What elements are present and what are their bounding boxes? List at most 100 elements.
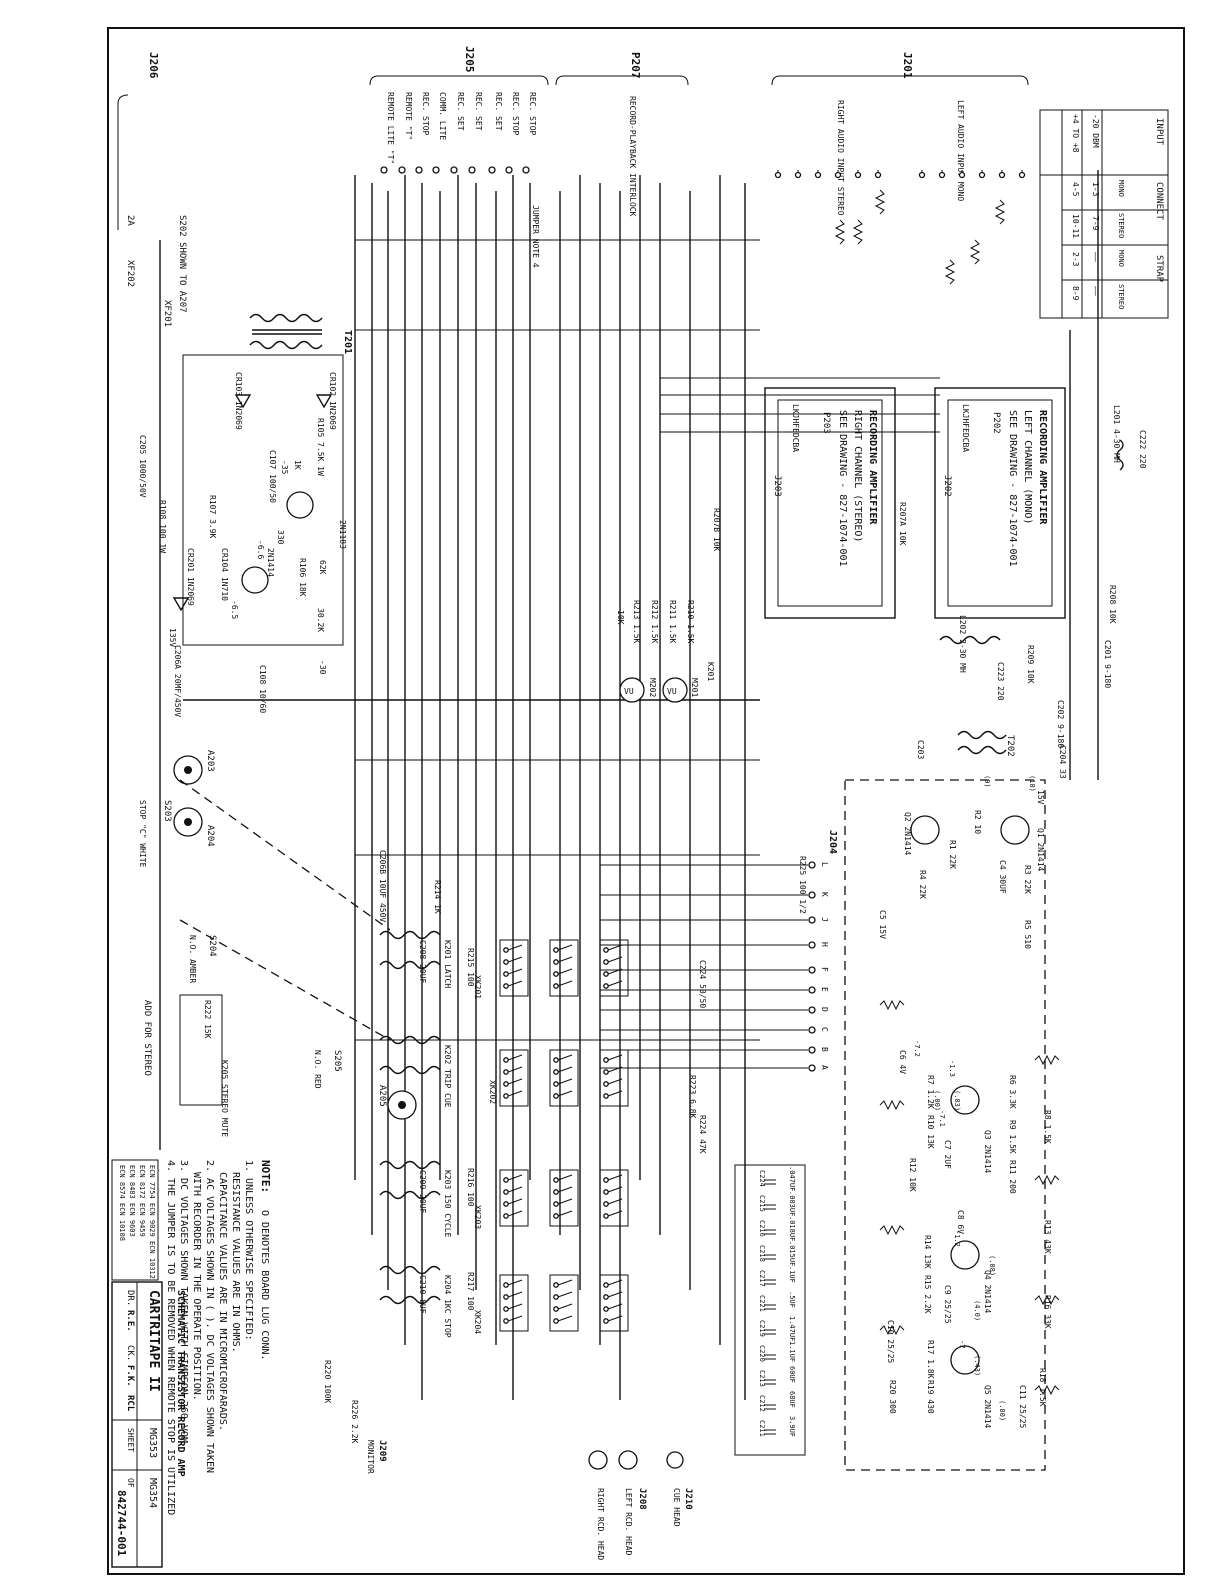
c108-label: C108 10/60 (258, 665, 267, 713)
c206b-label: C206B 10UF 450V (378, 850, 387, 922)
strap-row2-strap-mono: 2-3 (1071, 252, 1080, 267)
j204-pin (808, 916, 816, 924)
contact-arm (557, 1066, 573, 1073)
vu-meters: VU M201 VU M202 K201 R210 1.5K R211 1.5K… (616, 600, 715, 703)
contact-terminal (603, 1306, 609, 1312)
s205-ref: S205 (332, 1050, 342, 1072)
j205-pin-terminal (398, 166, 406, 174)
contact-terminal (553, 1282, 559, 1288)
j208-label: J208 (637, 1488, 647, 1510)
contact-arm (557, 1315, 573, 1322)
j204-pin (808, 1026, 816, 1034)
r8-label: R8 1.5K (1043, 1110, 1052, 1144)
contact-terminal (553, 1201, 559, 1207)
schematic-title: SCHEMATIC TRANSISTOR RECORD AMP (175, 1290, 186, 1477)
contact-arm (507, 1066, 523, 1073)
r108-label: R108 100 1W (158, 500, 167, 553)
r209-label: R209 10K (1026, 645, 1035, 684)
contact-block (599, 1274, 629, 1332)
q2-transistor (910, 815, 940, 845)
input-resistor (834, 219, 846, 245)
m202-meter (619, 677, 645, 703)
contact-arm (607, 1078, 623, 1085)
c4-label: C4 30UF (998, 860, 1007, 894)
c6-label: C6 4V (898, 1050, 907, 1074)
j204-pin-label: L (820, 862, 829, 867)
contact-terminal (503, 1306, 509, 1312)
j203-label: J203 (772, 475, 782, 497)
contact-arm (557, 1303, 573, 1310)
input-pin-terminal (794, 171, 802, 179)
contact-terminal (553, 959, 559, 965)
relay-coil (379, 1065, 441, 1075)
contact-arm (507, 968, 523, 975)
amp-components: L201 4-30 MH C222 220 R208 10K R207A 10K… (712, 405, 1147, 779)
j205-pin-label: REC. STOP (421, 92, 430, 136)
a203-label: A203 (205, 750, 215, 772)
xf201-label: XF201 (162, 300, 172, 327)
drawn-by: R.E. (125, 1310, 135, 1332)
contact-terminal (553, 1318, 559, 1324)
r222-label: R222 15K (203, 1000, 212, 1039)
revision-entry: ECN 10108 (118, 1203, 126, 1241)
r107-val: 1K (293, 460, 302, 470)
r107b-label: 30.2K (316, 608, 325, 632)
contact-terminal (603, 1318, 609, 1324)
l201-label: L201 4-30 MH (1112, 405, 1121, 463)
relay-coil (379, 1295, 441, 1305)
c107-label: C107 100/50 (268, 450, 277, 503)
contact-terminal (503, 1177, 509, 1183)
j204-pin (808, 941, 816, 949)
r106-label: R106 18K (298, 558, 307, 597)
strap-row1-stereo: 7-9 (1091, 216, 1100, 231)
checked-by: F.K. (125, 1365, 135, 1387)
r15-label: R15 2.2K (923, 1275, 932, 1314)
contact-terminal (503, 1081, 509, 1087)
j205-pin-label: REC. SET (474, 92, 483, 131)
cap-ref: C213 (758, 1370, 766, 1387)
contact-arm (557, 1210, 573, 1217)
c222-label: C222 220 (1138, 430, 1147, 469)
left-recording-amplifier: RECORDING AMPLIFIER LEFT CHANNEL (MONO) … (934, 387, 1066, 619)
j204-pin (808, 986, 816, 994)
contact-arm (507, 1054, 523, 1061)
q4-label: Q4 2N1414 (983, 1270, 992, 1314)
left-amp-plug: P202 (991, 412, 1001, 434)
c5-label: C5 15V (878, 910, 887, 939)
contact-arm (607, 1174, 623, 1181)
j205-pin-terminal (505, 166, 513, 174)
relay-coil (379, 930, 441, 940)
voltage-readout: (.08) (988, 1255, 996, 1276)
contact-terminal (603, 983, 609, 989)
r226-label: R226 2.2K (350, 1400, 359, 1444)
cap-value: .018UF (788, 1216, 796, 1241)
r217-label: R217 100 (466, 1272, 475, 1311)
j201-right-label: RIGHT AUDIO INPUT STEREO (836, 100, 845, 216)
strap-header-strap: STRAP (1154, 255, 1164, 283)
contact-terminal (503, 1213, 509, 1219)
v-minus-65: -6.5 (230, 600, 239, 619)
input-resistor (874, 189, 886, 215)
right-recording-amplifier: RECORDING AMPLIFIER RIGHT CHANNEL (STERE… (764, 387, 896, 619)
k205-note: ADD FOR STEREO (142, 1000, 152, 1076)
contact-arm (507, 1303, 523, 1310)
contact-block (499, 1169, 529, 1227)
r14-label: R14 13K (923, 1235, 932, 1269)
cap-value: 1.1UF (788, 1341, 796, 1362)
r17-label: R17 1.8K (926, 1340, 935, 1379)
r13-label: R13 43K (1043, 1220, 1052, 1254)
contact-arm (557, 1174, 573, 1181)
p207-label: P207 (629, 52, 642, 79)
strap-header-input: INPUT (1154, 118, 1164, 146)
q-2n1414-supply (241, 566, 269, 594)
c224-label: C224 50/50 (698, 960, 707, 1008)
q2-label: Q2 2N1414 (903, 812, 912, 856)
contact-arm (607, 1303, 623, 1310)
resistor (1034, 1294, 1060, 1306)
r2-label: R2 10 (973, 810, 982, 834)
j202-label: J202 (942, 475, 952, 497)
k205-label: K205 STEREO MUTE (220, 1060, 229, 1137)
v-135: 135V (168, 628, 177, 647)
